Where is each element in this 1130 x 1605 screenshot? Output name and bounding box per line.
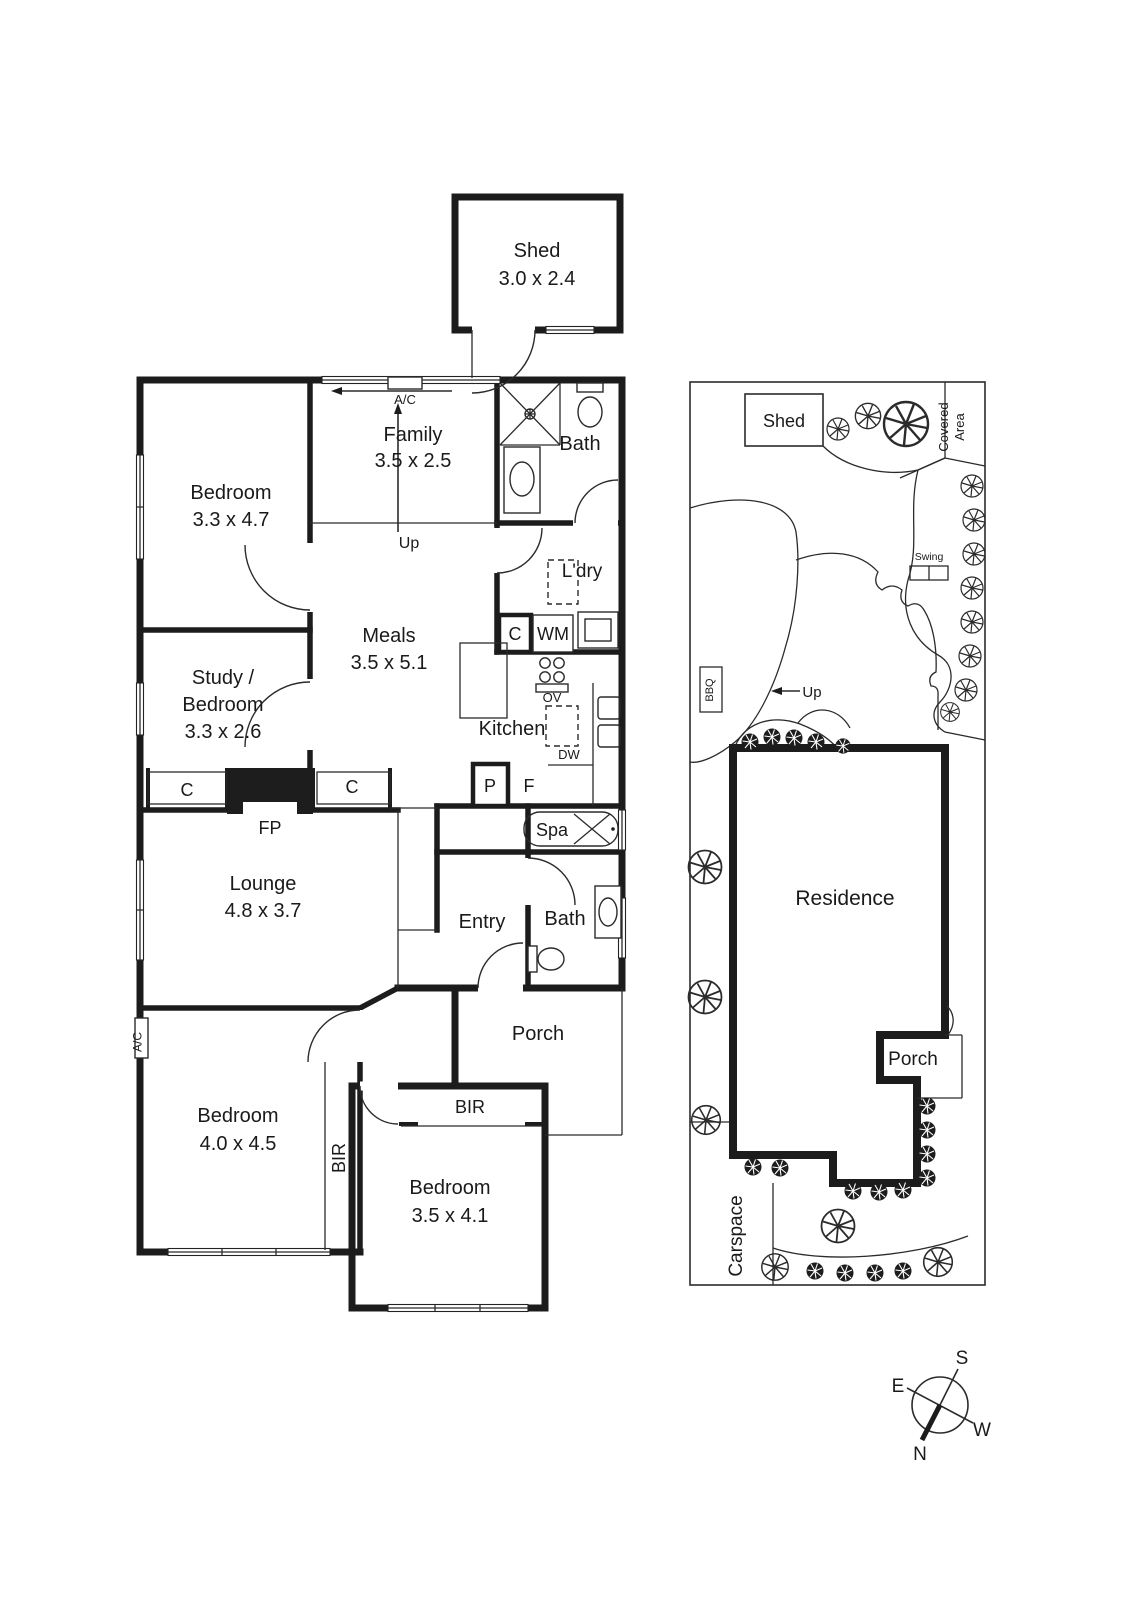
room-label-porch: Porch [512,1023,564,1045]
room-label-bath2: Bath [544,908,585,930]
site-boundary [689,381,986,1286]
laundry-closet [496,612,534,655]
shower [499,382,561,446]
compass: S E W N [892,1348,991,1465]
site-up-label: Up [802,684,821,701]
up-label: Up [399,535,420,552]
ac-unit [387,376,423,390]
room-label-entry: Entry [459,911,506,933]
door-arcs [244,329,619,1125]
door-openings [305,325,618,1091]
spa-tub [523,811,619,847]
compass-s: S [956,1348,969,1369]
laundry-trough [547,559,579,605]
closet-label: C [509,624,522,644]
compass-n: N [913,1444,927,1465]
compass-circle [911,1376,969,1434]
covered-area-label2: Area [952,413,967,441]
compass-w: W [973,1420,991,1441]
ac-unit [134,1017,149,1059]
compass-n-pointer [919,1403,943,1442]
windows [135,325,627,1313]
compass-e: E [892,1376,905,1397]
covered-area-label: Covered [936,402,951,451]
swing-label: Swing [915,551,944,563]
fridge-label: F [524,776,535,796]
kitchen-bench [459,642,508,719]
closet-label: C [181,780,194,800]
carspace-label: Carspace [726,1195,747,1276]
dishwasher-label: DW [558,747,580,762]
closet-label: C [346,777,359,797]
bbq-box [699,666,723,713]
washing-machine [532,614,574,653]
room-label-bath1: Bath [559,433,600,455]
wm-label: WM [537,624,569,644]
pantry-label: P [484,776,496,796]
fireplace-label: FP [258,818,281,838]
ac-label: A/C [394,392,416,407]
site-shed [744,393,824,447]
toilet-cistern [576,382,604,393]
sink [597,696,621,720]
residence-outline [729,744,949,1187]
fixtures [134,330,623,1250]
site-shed-label: Shed [763,411,805,431]
ac-label-vertical: A/C [131,1032,145,1052]
site-plan: Shed Covered Area Swing BBQ Up Residence… [687,381,986,1286]
compass-s-line [939,1368,959,1406]
room-label-laundry: L'dry [562,561,603,582]
toilet-cistern [527,945,538,973]
toilet-bowl [577,396,603,428]
pantry-box [470,761,511,809]
bir-label: BIR [455,1097,485,1117]
oven-label: OV [543,690,562,705]
toilet-bowl [537,947,565,971]
residence-label: Residence [795,887,894,910]
laundry-tub [577,611,619,649]
bbq-label: BBQ [704,678,716,702]
bir-label-vertical: BIR [329,1143,349,1173]
room-label-kitchen: Kitchen [479,718,546,740]
site-porch-label: Porch [888,1049,938,1070]
spa-label: Spa [536,820,569,840]
stove [535,683,569,693]
